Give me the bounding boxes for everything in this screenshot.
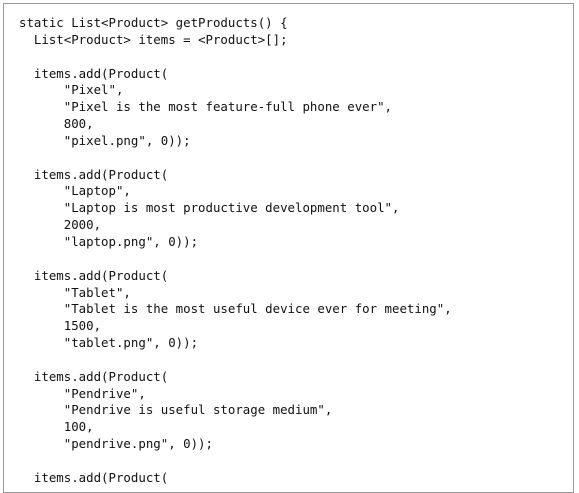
code-line: "Pixel", [19,82,124,98]
code-block: static List<Product> getProducts() { Lis… [19,15,452,487]
code-line: 800, [19,116,94,132]
code-line: "tablet.png", 0)); [19,335,199,351]
code-line: List<Product> items = <Product>[]; [19,31,288,47]
code-line: "Laptop is most productive development t… [19,200,400,216]
code-line [19,453,452,470]
code-line [19,150,452,167]
code-line: items.add(Product( [19,469,169,485]
code-line [19,49,452,66]
code-line: items.add(Product( [19,368,169,384]
code-line: items.add(Product( [19,65,169,81]
code-line: static List<Product> getProducts() { [19,15,288,30]
code-line: "pixel.png", 0)); [19,132,191,148]
code-line [19,352,452,369]
code-line: "Tablet", [19,284,131,300]
code-frame: static List<Product> getProducts() { Lis… [3,3,574,493]
code-line: 100, [19,419,94,435]
code-line [19,251,452,268]
code-line: items.add(Product( [19,166,169,182]
code-line: 2000, [19,217,102,233]
code-line: "laptop.png", 0)); [19,233,199,249]
code-line: "Pendrive is useful storage medium", [19,402,333,418]
code-line: "pendrive.png", 0)); [19,436,213,452]
code-line: "Tablet is the most useful device ever f… [19,301,452,317]
code-line: "Laptop", [19,183,131,199]
code-line: "Pixel is the most feature-full phone ev… [19,99,392,115]
code-line: items.add(Product( [19,267,169,283]
code-line: "Pendrive", [19,385,146,401]
code-line: 1500, [19,318,102,334]
